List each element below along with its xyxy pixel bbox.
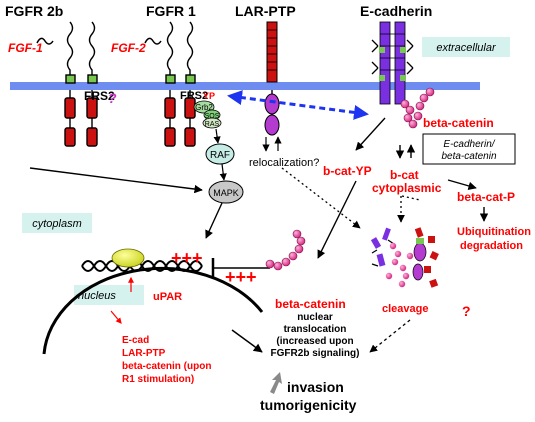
target-genes: E-cad LAR-PTP beta-catenin (upon R1 stim… bbox=[122, 335, 211, 385]
ecadherin-title: E-cadherin bbox=[360, 3, 432, 19]
fgf1-squiggle bbox=[36, 37, 54, 45]
question-a: ? bbox=[108, 90, 117, 106]
blue-dashed-arrow bbox=[227, 90, 369, 120]
nuclear-translocation: nuclear translocation (increased upon FG… bbox=[271, 312, 360, 359]
yp-label: YP bbox=[203, 91, 215, 101]
dna-helix bbox=[81, 260, 203, 272]
beta-catenin-mid-label: beta-catenin bbox=[275, 297, 346, 311]
raf-node bbox=[205, 143, 235, 165]
sos-label: SOS bbox=[205, 113, 220, 120]
complex-box bbox=[422, 133, 516, 165]
target-gene: E-cad bbox=[122, 335, 149, 346]
transcription-factor bbox=[111, 248, 145, 268]
complex-line2: beta-catenin bbox=[441, 151, 496, 162]
cytoplasm-box bbox=[22, 213, 92, 233]
mapk-node bbox=[208, 180, 244, 204]
ras-label: RAS bbox=[205, 121, 220, 128]
outcome-line2: tumorigenicity bbox=[260, 397, 357, 413]
fgfr2b-title: FGFR 2b bbox=[5, 3, 63, 19]
fgf1-label: FGF-1 bbox=[8, 41, 43, 55]
plus-nucleus: +++ bbox=[171, 248, 203, 268]
fgfr1-receptor bbox=[164, 21, 196, 147]
dotted-arrow-relocalization bbox=[281, 167, 361, 229]
upar-label: uPAR bbox=[153, 291, 182, 303]
mapk-label: MAPK bbox=[213, 188, 239, 198]
beta-catenin-top-label: beta-catenin bbox=[423, 116, 494, 130]
bcat-p-label: beta-cat-P bbox=[457, 190, 515, 204]
larptp-receptor bbox=[264, 21, 280, 136]
grb2-label: Grb2 bbox=[195, 103, 213, 112]
larptp-title: LAR-PTP bbox=[235, 3, 296, 19]
bcat-label: b-cat bbox=[390, 168, 419, 182]
raf-label: RAF bbox=[210, 150, 230, 161]
target-gene: LAR-PTP bbox=[122, 348, 166, 359]
fgf2-squiggle bbox=[144, 37, 162, 45]
ubiq-line2: degradation bbox=[460, 240, 523, 252]
relocalization-label: relocalization? bbox=[249, 157, 319, 169]
plus-mid: +++ bbox=[225, 267, 257, 287]
outcome-arrow-icon bbox=[270, 372, 282, 394]
bcat-yp-label: b-cat-YP bbox=[323, 164, 372, 178]
extracellular-label: extracellular bbox=[436, 42, 497, 54]
arrow-fgfr2b-to-mapk bbox=[29, 167, 203, 194]
fgfr2b-receptor bbox=[64, 21, 98, 147]
ras-blob bbox=[202, 117, 222, 129]
ubiq-line1: Ubiquitination bbox=[457, 226, 531, 238]
fgf2-label: FGF-2 bbox=[111, 41, 146, 55]
nuc-trans-line: FGFR2b signaling) bbox=[271, 348, 360, 359]
target-gene: R1 stimulation) bbox=[122, 374, 194, 385]
nucleus-box bbox=[74, 285, 144, 305]
beta-catenin-chain bbox=[265, 229, 306, 271]
ecadherin-complex bbox=[371, 21, 435, 129]
outcome-line1: invasion bbox=[287, 379, 344, 395]
nuc-trans-line: translocation bbox=[284, 324, 347, 335]
frs2-b-label: FRS2 bbox=[180, 90, 208, 102]
complex-line1: E-cadherin/ bbox=[443, 139, 495, 150]
frs2-a-label: FRS2 bbox=[84, 89, 115, 103]
fgfr1-title: FGFR 1 bbox=[146, 3, 196, 19]
cleavage-fragments bbox=[370, 227, 439, 288]
cytoplasmic-label: cytoplasmic bbox=[372, 181, 442, 195]
cytoplasm-label: cytoplasm bbox=[32, 218, 82, 230]
extracellular-box bbox=[422, 37, 510, 57]
nucleus-label: nucleus bbox=[78, 290, 116, 302]
plasma-membrane bbox=[10, 82, 480, 90]
nuc-trans-line: (increased upon bbox=[276, 336, 353, 347]
target-gene: beta-catenin (upon bbox=[122, 361, 211, 372]
question-b: ? bbox=[462, 303, 471, 319]
cleavage-label: cleavage bbox=[382, 303, 428, 315]
arrow-mapk-to-nucleus bbox=[205, 202, 223, 239]
nuc-trans-line: nuclear bbox=[297, 312, 333, 323]
